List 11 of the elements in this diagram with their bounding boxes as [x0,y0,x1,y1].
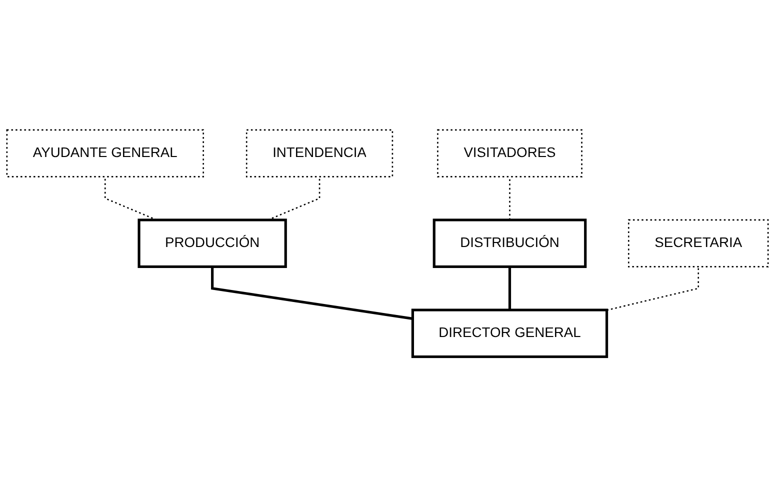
connector [509,176,510,220]
connector [606,266,699,311]
node-box: AYUDANTE GENERAL [6,129,204,178]
node-box: VISITADORES [437,129,582,178]
node-box: DISTRIBUCIÓN [432,218,587,268]
node-box: DIRECTOR GENERAL [411,308,608,358]
connector [211,266,413,320]
node-box: SECRETARIA [628,219,769,268]
node-box: INTENDENCIA [246,129,394,178]
connector [508,266,512,310]
node-box: PRODUCCIÓN [138,218,287,268]
